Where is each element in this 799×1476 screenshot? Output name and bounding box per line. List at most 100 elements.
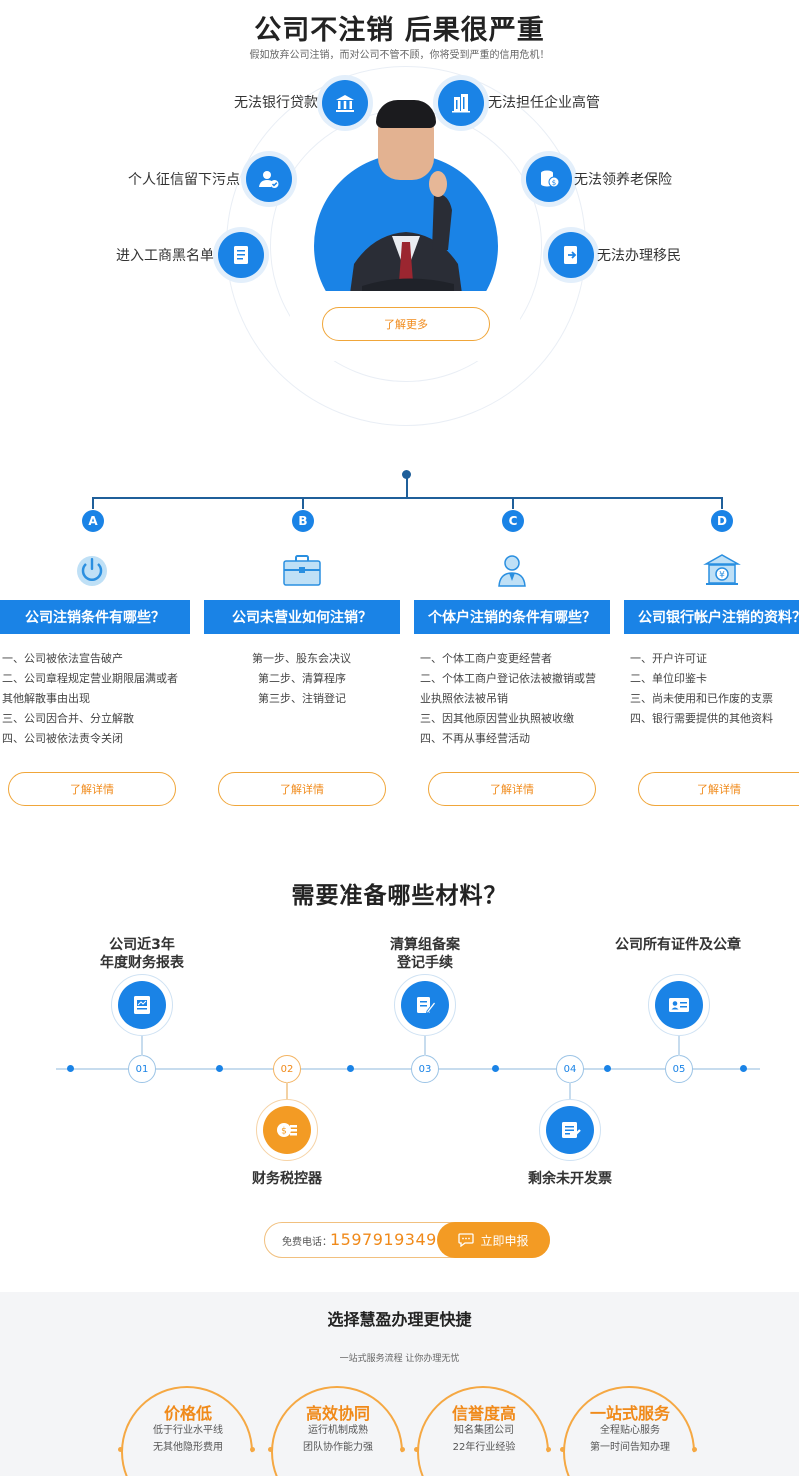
advantage-arc-dot xyxy=(118,1447,123,1452)
timeline-stem xyxy=(569,1082,571,1100)
edit-doc-icon xyxy=(401,981,449,1029)
apply-now-label: 立即申报 xyxy=(480,1233,529,1248)
category-item: 二、公司章程规定营业期限届满或者 xyxy=(2,672,178,685)
advantage-desc-3: 知名集团公司 22年行业经验 xyxy=(417,1422,551,1456)
tree-root-dot xyxy=(402,470,411,479)
timeline-dot xyxy=(347,1065,354,1072)
category-title-c[interactable]: 个体户注销的条件有哪些？ xyxy=(414,600,610,634)
category-item: 四、银行需要提供的其他资料 xyxy=(630,712,773,725)
detail-button-b[interactable]: 了解详情 xyxy=(218,772,386,806)
timeline-stem xyxy=(678,1036,680,1056)
section-title-advantages: 选择慧盈办理更快捷 xyxy=(327,1310,472,1329)
advantage-title-2: 高效协同 xyxy=(305,1404,370,1423)
consequence-label: 无法办理移民 xyxy=(597,248,681,264)
timeline-dot xyxy=(492,1065,499,1072)
category-title-b[interactable]: 公司未营业如何注销？ xyxy=(204,600,400,634)
advantage-arc-dot xyxy=(414,1447,419,1452)
category-item: 三、公司因合并、分立解散 xyxy=(2,712,134,725)
power-icon xyxy=(72,550,112,590)
advantage-line: 第一时间告知办理 xyxy=(590,1442,670,1453)
consequence-label: 个人征信留下污点 xyxy=(128,172,240,188)
material-label-line: 清算组备案 xyxy=(390,937,460,953)
learn-more-button[interactable]: 了解更多 xyxy=(322,307,490,341)
tree-branch xyxy=(512,497,514,509)
section-subtitle-consequences: 假如放弃公司注销，而对公司不管不顾，你将受到严重的信用危机！ xyxy=(249,50,550,61)
advantage-arc-dot xyxy=(560,1447,565,1452)
advantage-arc-dot xyxy=(400,1447,405,1452)
apply-now-button[interactable]: 立即申报 xyxy=(437,1222,550,1258)
category-list-c: 一、个体工商户变更经营者 二、个体工商户登记依法被撤销或营 业执照依法被吊销 三… xyxy=(420,649,610,749)
material-label-5: 公司所有证件及公章 xyxy=(615,937,741,953)
timeline-dot xyxy=(740,1065,747,1072)
category-item: 第一步、股东会决议 xyxy=(252,652,351,665)
category-item: 一、公司被依法宣告破产 xyxy=(2,652,123,665)
tree-branch xyxy=(92,497,723,499)
category-item: 二、个体工商户登记依法被撤销或营 xyxy=(420,672,596,685)
category-title-a[interactable]: 公司注销条件有哪些？ xyxy=(0,600,190,634)
category-item: 第三步、注销登记 xyxy=(258,692,346,705)
phone-number[interactable]: 15979193496 xyxy=(330,1230,448,1249)
timeline-line xyxy=(56,1068,760,1070)
timeline-stem xyxy=(141,1036,143,1056)
material-label-1: 公司近3年 年度财务报表 xyxy=(60,936,224,972)
advantage-desc-4: 全程贴心服务 第一时间告知办理 xyxy=(563,1422,697,1456)
detail-button-d[interactable]: 了解详情 xyxy=(638,772,799,806)
material-label-3: 清算组备案 登记手续 xyxy=(344,936,506,972)
category-item: 一、个体工商户变更经营者 xyxy=(420,652,552,665)
tree-branch xyxy=(302,497,304,509)
timeline-dot xyxy=(216,1065,223,1072)
export-icon xyxy=(548,232,594,278)
material-label-2: 财务税控器 xyxy=(252,1171,322,1187)
timeline-dot xyxy=(67,1065,74,1072)
detail-button-a[interactable]: 了解详情 xyxy=(8,772,176,806)
tree-trunk xyxy=(406,474,408,498)
consequence-label: 无法领养老保险 xyxy=(574,172,672,188)
category-list-a: 一、公司被依法宣告破产 二、公司章程规定营业期限届满或者 其他解散事由出现 三、… xyxy=(2,649,192,749)
section-title-materials: 需要准备哪些材料？ xyxy=(291,883,508,909)
briefcase-icon xyxy=(282,550,322,590)
advantage-line: 22年行业经验 xyxy=(452,1442,516,1453)
advantages-section xyxy=(0,1292,799,1476)
document-icon xyxy=(218,232,264,278)
category-item: 其他解散事由出现 xyxy=(2,692,90,705)
consequence-label: 进入工商黑名单 xyxy=(116,248,214,264)
category-letter-a: A xyxy=(82,510,104,532)
category-item: 二、单位印鉴卡 xyxy=(630,672,707,685)
category-item: 第二步、清算程序 xyxy=(258,672,346,685)
svg-text:$: $ xyxy=(552,179,556,187)
timeline-step-04: 04 xyxy=(556,1055,584,1083)
category-item: 业执照依法被吊销 xyxy=(420,692,508,705)
detail-button-c[interactable]: 了解详情 xyxy=(428,772,596,806)
category-item: 三、尚未使用和已作废的支票 xyxy=(630,692,773,705)
material-label-line: 公司近3年 xyxy=(109,937,175,953)
advantage-title-3: 信誉度高 xyxy=(451,1404,516,1423)
advantage-title-1: 价格低 xyxy=(163,1404,212,1423)
building-icon xyxy=(438,80,484,126)
bank-icon xyxy=(322,80,368,126)
coins-icon: $ xyxy=(526,156,572,202)
material-icon-ring-2: $ xyxy=(256,1099,318,1161)
advantage-arc-dot xyxy=(692,1447,697,1452)
material-icon-ring-1 xyxy=(111,974,173,1036)
category-letter-b: B xyxy=(292,510,314,532)
advantage-desc-2: 运行机制成熟 团队协作能力强 xyxy=(271,1422,405,1456)
material-icon-ring-3 xyxy=(394,974,456,1036)
category-item: 四、不再从事经营活动 xyxy=(420,732,530,745)
advantage-line: 全程贴心服务 xyxy=(600,1425,660,1436)
advantage-line: 无其他隐形费用 xyxy=(153,1442,223,1453)
svg-text:¥: ¥ xyxy=(719,571,725,581)
id-card-icon xyxy=(655,981,703,1029)
category-title-d[interactable]: 公司银行帐户注销的资料？ xyxy=(624,600,799,634)
person-icon xyxy=(492,550,532,590)
report-icon xyxy=(118,981,166,1029)
invoice-icon xyxy=(546,1106,594,1154)
section-subtitle-advantages: 一站式服务流程 让你办理无忧 xyxy=(339,1354,460,1364)
category-item: 四、公司被依法责令关闭 xyxy=(2,732,123,745)
material-label-line: 年度财务报表 xyxy=(100,955,184,971)
category-letter-c: C xyxy=(502,510,524,532)
user-check-icon xyxy=(246,156,292,202)
material-label-line: 登记手续 xyxy=(397,955,453,971)
advantage-line: 知名集团公司 xyxy=(454,1425,514,1436)
advantage-arc-dot xyxy=(268,1447,273,1452)
timeline-stem xyxy=(286,1082,288,1100)
